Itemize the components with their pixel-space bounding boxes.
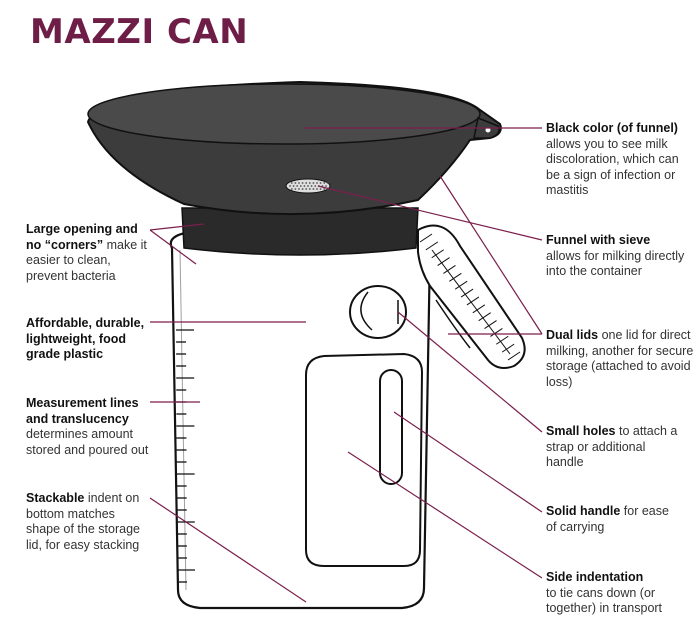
callout-measurement-text: determines amount stored and poured out [26, 427, 149, 457]
sieve-hole [294, 182, 297, 184]
funnel-rim [87, 83, 481, 145]
callout-solid-handle: Solid handle for ease of carrying [546, 504, 676, 535]
sieve-hole [298, 182, 300, 184]
sieve-hole [308, 182, 311, 184]
callout-side-indentation-title: Side indentation [546, 570, 644, 584]
sieve-hole [323, 182, 326, 184]
strap-rib [495, 335, 509, 345]
sieve-hole [308, 188, 311, 190]
sieve-hole [312, 182, 315, 184]
sieve-hole [319, 188, 322, 190]
solid-handle [379, 369, 403, 485]
strap-rib [478, 312, 491, 322]
sieve-hole [326, 182, 329, 184]
strap-rib [443, 265, 456, 274]
strap-rib [472, 304, 486, 314]
sieve-hole [323, 188, 326, 190]
leader-side-indentation [347, 451, 543, 579]
sieve-hole [296, 185, 299, 187]
sieve-hole [289, 185, 291, 187]
leader-large-opening-b [149, 223, 205, 231]
funnel-collar [181, 207, 419, 256]
side-indentation [305, 352, 424, 567]
callout-stackable-title: Stackable [26, 491, 85, 505]
lid-strap [417, 224, 526, 369]
sieve-hole [319, 182, 322, 184]
callout-solid-handle-text: for ease of carrying [546, 504, 669, 534]
sieve-hole [301, 188, 304, 190]
sieve-hole [301, 182, 304, 184]
strap-rib [454, 280, 468, 290]
strap-rib [449, 272, 462, 282]
callout-small-holes-text: to attach a strap or additional handle [546, 424, 678, 469]
sieve-hole [307, 185, 309, 187]
callout-small-holes: Small holes to attach a strap or additio… [546, 424, 686, 471]
callout-funnel-sieve-title: Funnel with sieve [546, 233, 651, 247]
leader-stackable [149, 497, 307, 603]
callout-measurement-title: Measurement lines and translucency [26, 396, 139, 426]
sieve-hole [314, 185, 317, 187]
callout-large-opening-title: Large opening and no “corners” [26, 222, 138, 252]
callout-stackable: Stackable indent on bottom matches shape… [26, 491, 151, 553]
sieve-hole [312, 188, 315, 190]
callout-funnel-sieve: Funnel with sieve allows for milking dir… [546, 233, 686, 280]
sieve-hole [290, 188, 293, 190]
sieve-hole [310, 185, 313, 187]
sieve-hole [299, 185, 302, 187]
callout-side-indentation: Side indentation to tie cans down (or to… [546, 570, 696, 617]
leader-dual-lids-a [439, 175, 543, 335]
diagram-title: MAZZI CAN [30, 12, 249, 52]
callout-black-color: Black color (of funnel) allows you to se… [546, 121, 696, 199]
callout-black-color-text: allows you to see milk discoloration, wh… [546, 136, 679, 198]
leader-funnel-sieve [317, 185, 543, 241]
callout-small-holes-title: Small holes [546, 424, 616, 438]
callout-dual-lids: Dual lids one lid for direct milking, an… [546, 328, 696, 390]
sieve-hole [294, 188, 297, 190]
callout-funnel-sieve-text: allows for milking directly into the con… [546, 248, 685, 279]
callout-black-color-title: Black color (of funnel) [546, 121, 678, 135]
strap-rib [431, 249, 445, 259]
callout-large-opening-text: make it easier to clean, prevent bacteri… [26, 237, 147, 283]
sieve-hole [298, 188, 300, 190]
callout-solid-handle-title: Solid handle [546, 504, 621, 518]
sieve-hole [303, 185, 306, 187]
sieve-hole [292, 185, 295, 187]
sieve-hole [305, 182, 308, 184]
leader-solid-handle [393, 411, 543, 513]
callout-affordable: Affordable, durable, lightweight, food g… [26, 316, 151, 363]
sieve-hole [325, 185, 327, 187]
leader-large-opening-a [149, 229, 197, 265]
strap-rib [425, 241, 439, 251]
strap-rib [437, 257, 450, 267]
sieve-hole [290, 182, 293, 184]
strap-rib [490, 327, 503, 337]
sieve-hole [305, 188, 308, 190]
strap-rib [501, 343, 515, 353]
strap-rib [507, 351, 521, 361]
callout-affordable-title: Affordable, durable, lightweight, food g… [26, 316, 145, 361]
leader-small-holes [397, 311, 543, 433]
strap-rib [460, 288, 474, 298]
sieve-hole [316, 188, 318, 190]
callout-stackable-text: indent on bottom matches shape of the st… [26, 491, 140, 552]
strap-rib [419, 233, 433, 243]
callout-dual-lids-title: Dual lids [546, 328, 599, 342]
callout-dual-lids-text: one lid for direct milking, another for … [546, 328, 694, 389]
strap-rib [484, 320, 497, 329]
callout-large-opening: Large opening and no “corners” make it e… [26, 222, 151, 284]
leader-lines [149, 127, 543, 603]
callout-measurement: Measurement lines and translucency deter… [26, 396, 156, 458]
callout-side-indentation-text: to tie cans down (or together) in transp… [546, 585, 663, 616]
sieve-hole [316, 182, 318, 184]
strap-rib [466, 296, 480, 306]
